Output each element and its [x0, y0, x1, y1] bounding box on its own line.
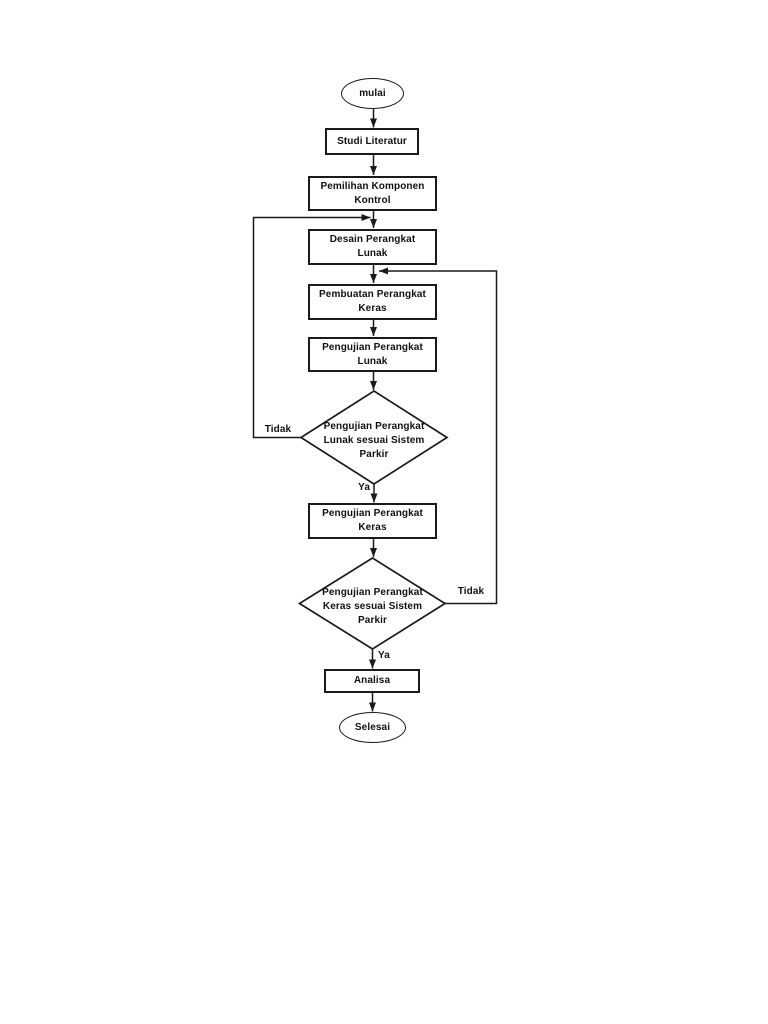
process-analisa: Analisa: [324, 669, 420, 693]
process-pengujian-perangkat-keras: Pengujian Perangkat Keras: [308, 503, 437, 539]
decision-pengujian-keras-shape: [297, 556, 447, 651]
edge-label-tidak-keras: Tidak: [457, 586, 485, 597]
start-terminator: mulai: [341, 78, 404, 109]
process-pengujian-perangkat-lunak: Pengujian Perangkat Lunak: [308, 337, 437, 372]
edge-decision-keras-no-loop: [379, 267, 498, 605]
edge-label-ya-keras: Ya: [378, 650, 390, 661]
process-pembuatan-perangkat-keras: Pembuatan Perangkat Keras: [308, 284, 437, 320]
edge-decision-lunak-no-loop: [252, 214, 371, 439]
edge-label-tidak-lunak: Tidak: [264, 424, 292, 435]
edge-label-ya-lunak: Ya: [358, 482, 370, 493]
process-desain-perangkat-lunak: Desain Perangkat Lunak: [308, 229, 437, 265]
process-pemilihan-komponen-kontrol: Pemilihan Komponen Kontrol: [308, 176, 437, 211]
process-studi-literatur: Studi Literatur: [325, 128, 419, 155]
decision-pengujian-lunak-shape: [299, 389, 449, 486]
end-terminator: Selesai: [339, 712, 406, 743]
decision-pengujian-lunak-label: Pengujian Perangkat Lunak sesuai Sistem …: [323, 421, 425, 460]
decision-pengujian-keras-label: Pengujian Perangkat Keras sesuai Sistem …: [322, 587, 423, 626]
